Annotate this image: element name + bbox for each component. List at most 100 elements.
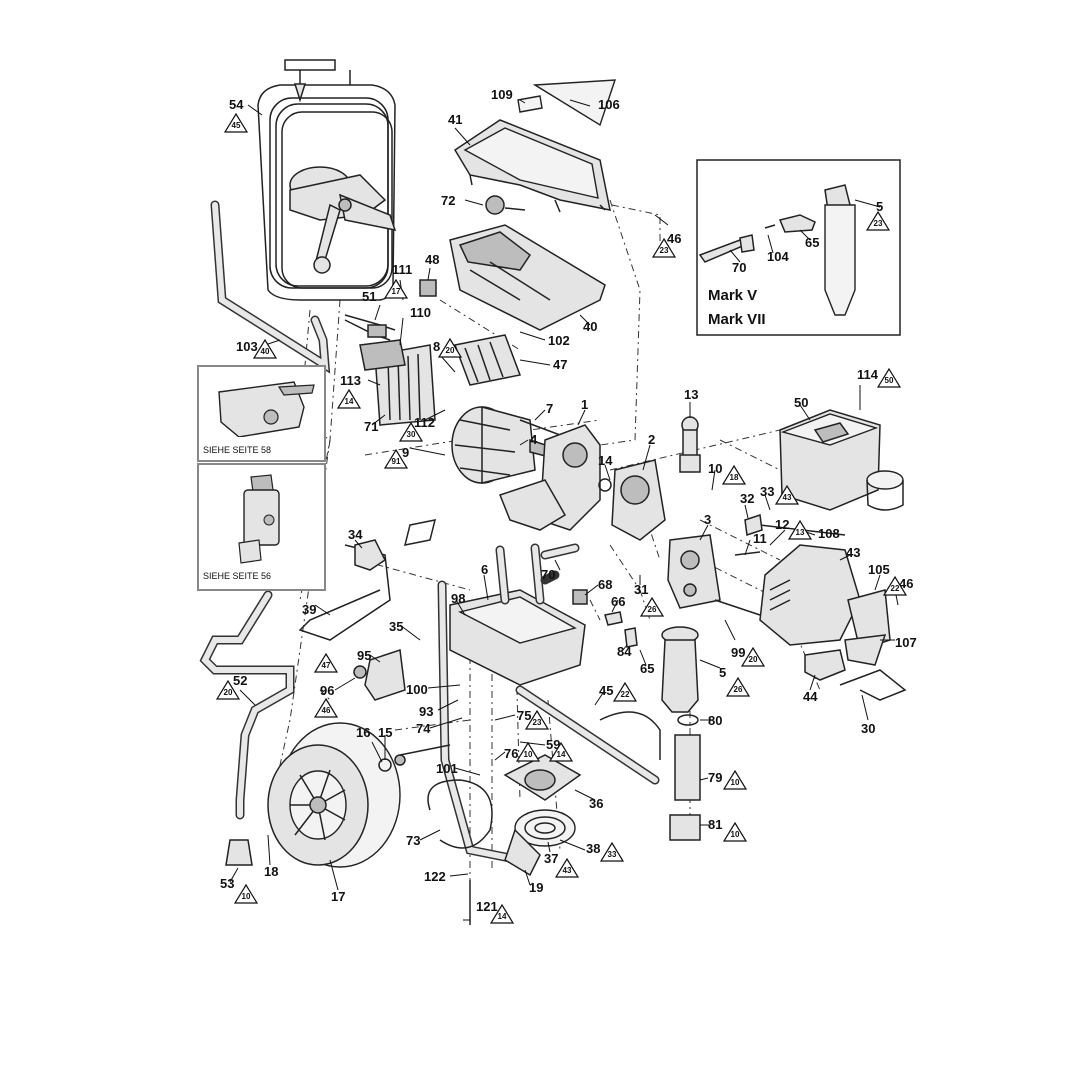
callout-part: 5 (876, 199, 884, 214)
callout-part: 48 (425, 252, 440, 267)
callout-part: 43 (846, 545, 861, 560)
seal-80 (677, 714, 699, 726)
callout-part: 114 (857, 367, 878, 382)
reference-triangle: 18 (722, 465, 746, 485)
callout-part: 104 (767, 249, 789, 264)
bracket-30 (839, 669, 907, 701)
motor-4 (451, 406, 556, 484)
inset-box-58-drawing (218, 381, 315, 437)
leader-lines (229, 99, 899, 921)
callout-part: 18 (264, 864, 279, 879)
callout-part: 98 (451, 591, 466, 606)
callout-part: 11 (753, 531, 767, 546)
callout-part: 72 (441, 193, 456, 208)
callout-part: 122 (424, 869, 446, 884)
callout-part: 70 (541, 567, 556, 582)
callout-part: 14 (598, 453, 613, 468)
callout-part: 1 (581, 397, 589, 412)
label-109 (517, 95, 543, 113)
reference-triangle: 23 (652, 238, 676, 258)
reference-triangle: 43 (555, 858, 579, 878)
callout-part: 84 (617, 644, 632, 659)
callout-part: 105 (868, 562, 890, 577)
heatsink-47 (453, 334, 522, 386)
callout-part: 15 (378, 725, 393, 740)
callout-part: 7 (546, 401, 554, 416)
callout-part: 46 (667, 231, 682, 246)
inset-box-56-drawing (238, 474, 280, 564)
callout-part: 45 (599, 683, 614, 698)
piston-13 (679, 416, 701, 473)
callout-part: 37 (544, 851, 559, 866)
washer-15 (394, 754, 406, 766)
reference-triangle: 26 (726, 677, 750, 697)
model-label-mark-vii: Mark VII (708, 311, 766, 328)
callout-part: 74 (416, 721, 431, 736)
callout-part: 93 (419, 704, 434, 719)
reference-triangle: 10 (516, 742, 540, 762)
cap-19 (504, 828, 541, 877)
handle-39 (298, 519, 437, 641)
housing-40 (449, 224, 606, 331)
callout-part: 12 (775, 517, 790, 532)
nut-81 (669, 814, 701, 841)
part-32 (744, 514, 763, 536)
callout-part: 101 (436, 761, 458, 776)
inset-box-page-58: SIEHE SEITE 58 (197, 365, 326, 462)
callout-part: 2 (648, 432, 656, 447)
callout-part: 68 (598, 577, 613, 592)
cover-41 (453, 119, 611, 213)
callout-part: 54 (229, 97, 244, 112)
reference-triangle: 43 (775, 485, 799, 505)
filter-53 (225, 839, 253, 866)
callout-part: 9 (402, 445, 410, 460)
strainer-37 (514, 809, 576, 847)
reference-triangle: 20 (741, 647, 765, 667)
reference-triangle: 40 (253, 339, 277, 359)
reference-triangle: 26 (640, 597, 664, 617)
callout-part: 81 (708, 817, 723, 832)
inset-pump-assembly (696, 159, 901, 336)
gearbox-1 (499, 424, 601, 531)
filter-housing-50 (779, 409, 904, 511)
callout-part: 65 (805, 235, 820, 250)
callout-part: 46 (899, 576, 914, 591)
callout-part: 44 (803, 689, 818, 704)
callout-part: 100 (406, 682, 428, 697)
callout-part: 75 (517, 708, 532, 723)
reference-triangle: 30 (399, 422, 423, 442)
callout-part: 33 (760, 484, 775, 499)
reference-triangle: 10 (234, 884, 258, 904)
reference-triangle: 23 (866, 211, 890, 231)
label-106 (532, 79, 616, 127)
callout-part: 4 (530, 432, 538, 447)
callout-part: 66 (611, 594, 626, 609)
callout-part: 103 (236, 339, 258, 354)
reference-triangle: 50 (877, 368, 901, 388)
callout-part: 110 (410, 305, 431, 320)
callout-part: 16 (356, 725, 371, 740)
callout-part: 65 (640, 661, 655, 676)
callout-part: 112 (414, 415, 435, 430)
callout-part: 73 (406, 833, 421, 848)
reference-triangle: 14 (337, 389, 361, 409)
callout-part: 13 (684, 387, 699, 402)
front-cover-2 (598, 459, 666, 541)
reference-triangle: 13 (788, 520, 812, 540)
callout-part: 59 (546, 737, 561, 752)
reference-triangle: 45 (224, 113, 248, 133)
pump-block-3 (667, 534, 721, 609)
callout-part: 19 (529, 880, 544, 895)
electronics-71 (359, 339, 436, 426)
bolt-11 (734, 551, 761, 556)
part-68 (572, 589, 588, 605)
callout-part: 32 (740, 491, 755, 506)
callout-part: 107 (895, 635, 917, 650)
reference-triangle: 22 (883, 576, 907, 596)
part-84 (624, 627, 638, 648)
callout-part: 108 (818, 526, 840, 541)
handle-tube (437, 580, 661, 865)
bolt-99 (714, 599, 761, 616)
callout-part: 102 (548, 333, 570, 348)
part-66 (604, 611, 623, 626)
